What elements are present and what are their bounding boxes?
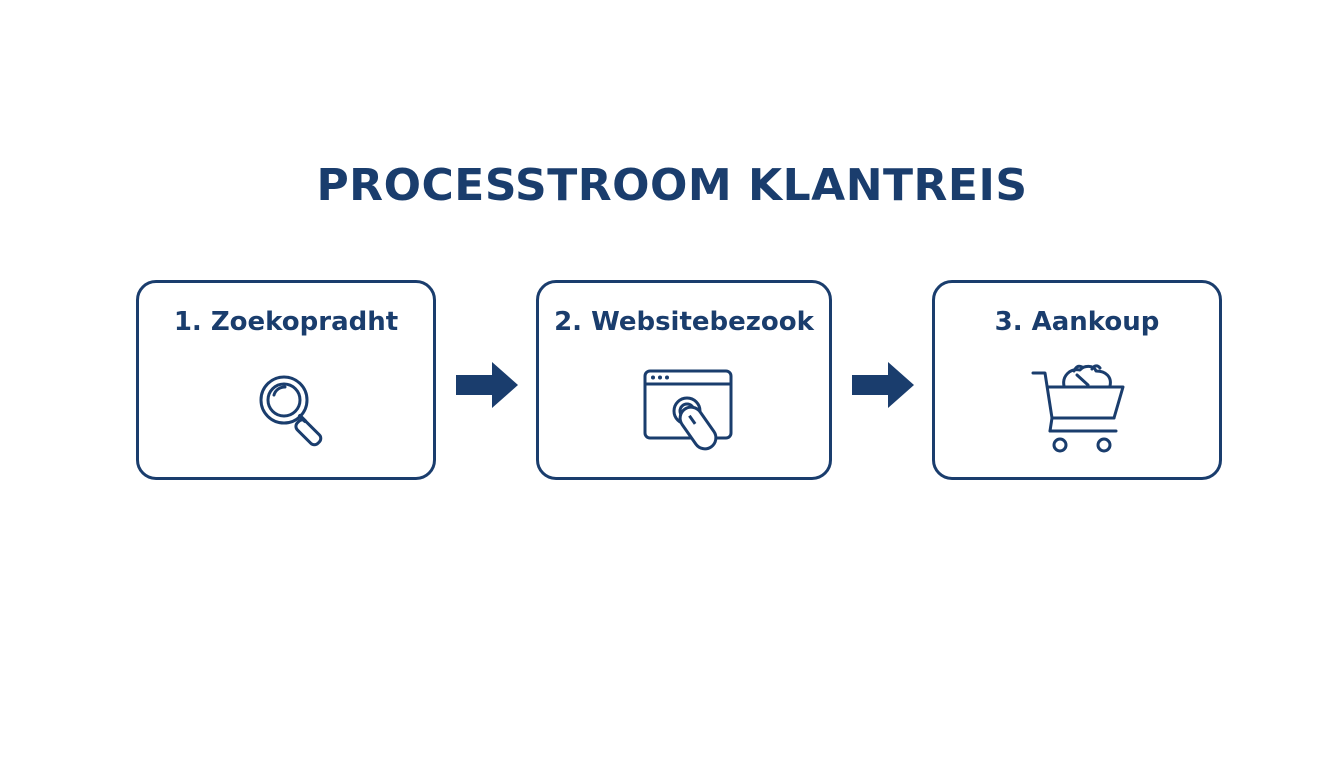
step-box-purchase: 3. Aankoup <box>932 280 1222 480</box>
step-label-website-visit: 2. Websitebezook <box>554 307 814 337</box>
arrow-right-icon <box>852 362 914 408</box>
browser-click-icon <box>643 369 733 451</box>
diagram-title: PROCESSTROOM KLANTREIS <box>316 160 1028 211</box>
magnifying-glass-icon <box>259 375 323 447</box>
step-box-website-visit: 2. Websitebezook <box>536 280 832 480</box>
shopping-cart-icon <box>1031 364 1125 453</box>
step-label-purchase: 3. Aankoup <box>994 307 1160 337</box>
step-box-search: 1. Zoekopradht <box>136 280 436 480</box>
step-label-search: 1. Zoekopradht <box>173 307 399 337</box>
arrow-right-icon <box>456 362 518 408</box>
